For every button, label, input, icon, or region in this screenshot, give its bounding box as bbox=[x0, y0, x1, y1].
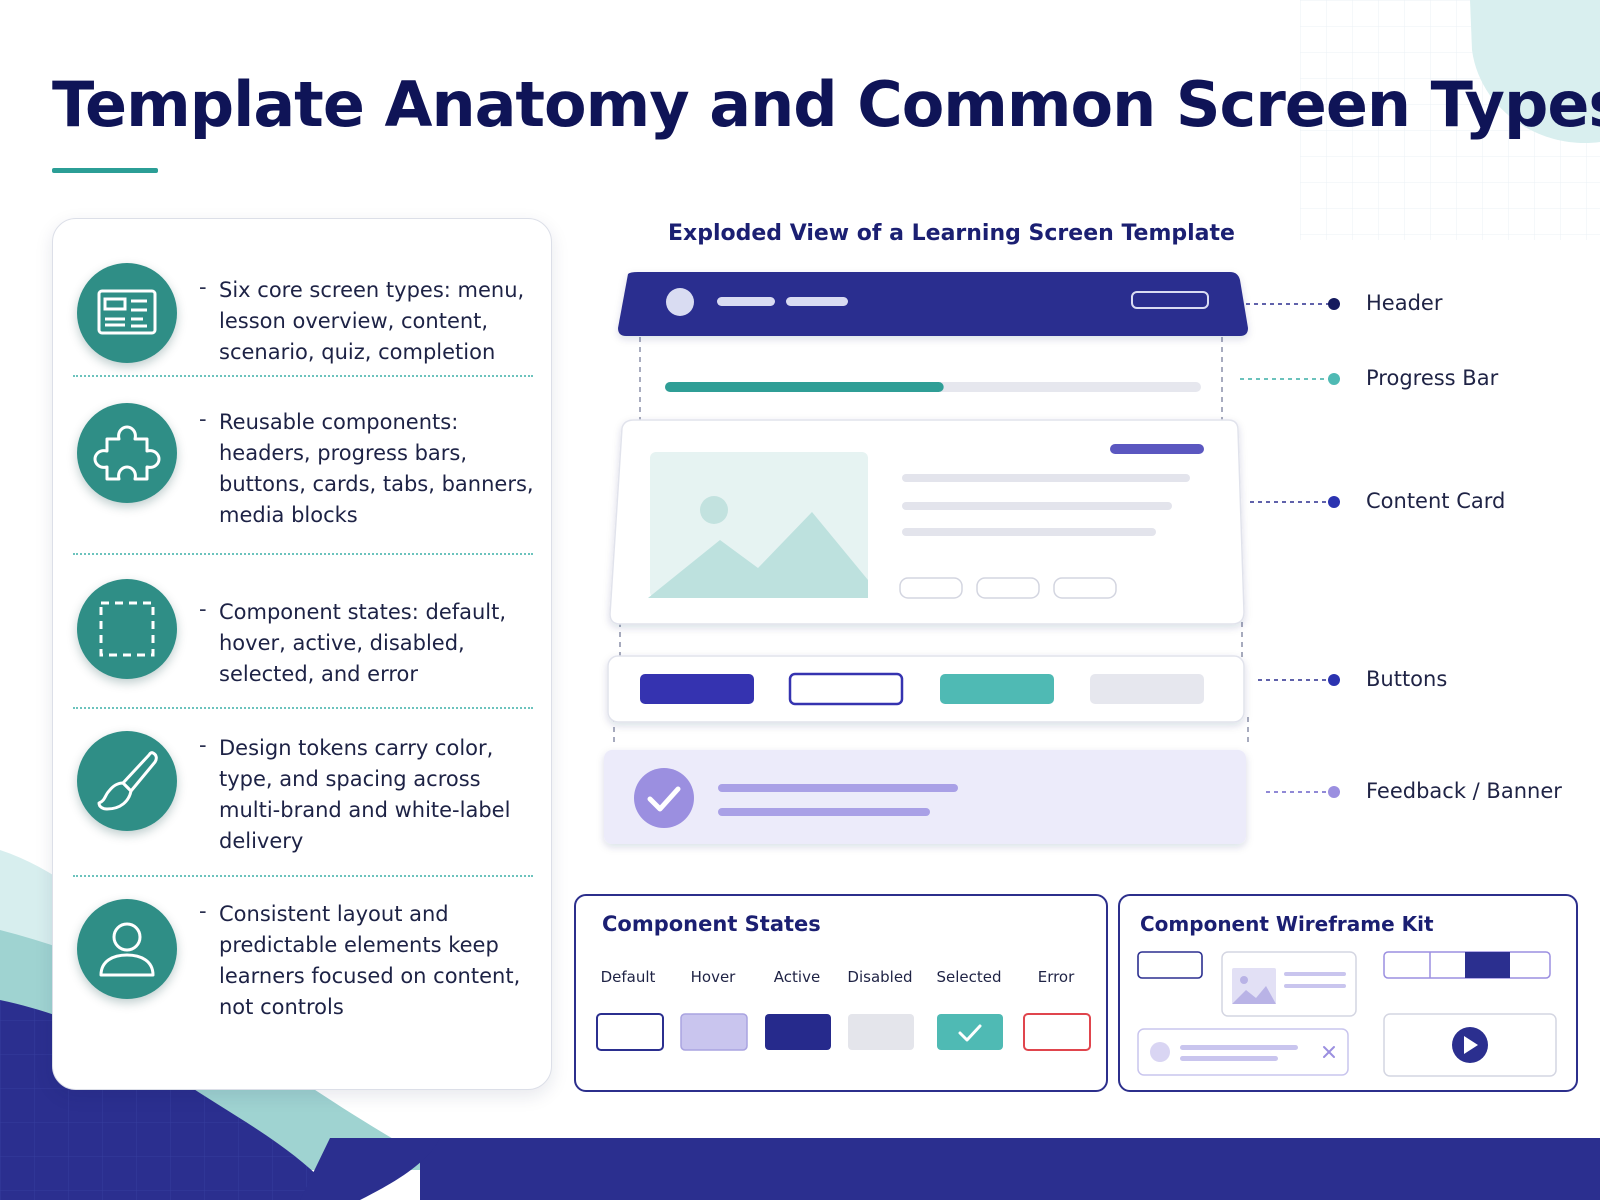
state-swatches bbox=[596, 1013, 1091, 1051]
callout-header: Header bbox=[1366, 291, 1443, 315]
feedback-banner-layer bbox=[604, 750, 1246, 844]
state-label-default: Default bbox=[600, 968, 656, 986]
wireframe-button bbox=[1137, 951, 1203, 979]
wireframe-kit-components bbox=[1137, 951, 1557, 1077]
state-swatch-error bbox=[1023, 1013, 1091, 1051]
wireframe-tabs bbox=[1383, 951, 1551, 979]
state-label-active: Active bbox=[773, 968, 821, 986]
feature-divider bbox=[73, 707, 533, 709]
wireframe-kit-panel: Component Wireframe Kit bbox=[1118, 894, 1578, 1092]
component-states-panel: Component States Default Hover Active Di… bbox=[574, 894, 1108, 1092]
header-layer bbox=[618, 272, 1248, 336]
state-swatch-selected bbox=[937, 1014, 1003, 1050]
wireframe-kit-title: Component Wireframe Kit bbox=[1140, 912, 1434, 936]
state-label-error: Error bbox=[1037, 968, 1075, 986]
feature-text: Component states: default, hover, active… bbox=[219, 600, 507, 686]
exploded-view-title: Exploded View of a Learning Screen Templ… bbox=[668, 221, 1235, 246]
features-card: - Six core screen types: menu, lesson ov… bbox=[52, 218, 552, 1090]
feature-text: Reusable components: headers, progress b… bbox=[219, 410, 534, 527]
feature-divider bbox=[73, 875, 533, 877]
feature-text: Design tokens carry color, type, and spa… bbox=[219, 736, 511, 853]
callout-connectors bbox=[1230, 298, 1340, 798]
callout-feedback-banner: Feedback / Banner bbox=[1366, 779, 1562, 803]
puzzle-piece-icon bbox=[77, 403, 177, 503]
exploded-view-diagram bbox=[604, 272, 1249, 844]
feature-bullet: - bbox=[199, 597, 207, 621]
state-swatch-hover bbox=[680, 1013, 748, 1051]
buttons-layer bbox=[607, 655, 1245, 723]
state-swatch-default bbox=[596, 1013, 664, 1051]
paintbrush-icon bbox=[77, 731, 177, 831]
feature-divider bbox=[73, 553, 533, 555]
page-title: Template Anatomy and Common Screen Types bbox=[52, 68, 1600, 141]
feature-text: Six core screen types: menu, lesson over… bbox=[219, 278, 525, 364]
state-label-selected: Selected bbox=[936, 968, 1002, 986]
callout-content-card: Content Card bbox=[1366, 489, 1506, 513]
component-states-title: Component States bbox=[602, 912, 821, 936]
state-label-disabled: Disabled bbox=[847, 968, 913, 986]
state-swatch-disabled bbox=[848, 1014, 914, 1050]
wireframe-media-card bbox=[1221, 951, 1357, 1017]
progress-bar-layer bbox=[665, 382, 1201, 392]
screen-layout-icon bbox=[77, 263, 177, 363]
dashed-square-icon bbox=[77, 579, 177, 679]
callout-progress-bar: Progress Bar bbox=[1366, 366, 1499, 390]
title-underline bbox=[52, 168, 158, 173]
feature-bullet: - bbox=[199, 275, 207, 299]
state-swatch-active bbox=[765, 1014, 831, 1050]
content-card-layer bbox=[609, 419, 1245, 625]
feature-bullet: - bbox=[199, 733, 207, 757]
wireframe-banner bbox=[1137, 1028, 1349, 1076]
feature-bullet: - bbox=[199, 899, 207, 923]
callout-buttons: Buttons bbox=[1366, 667, 1448, 691]
state-label-hover: Hover bbox=[690, 968, 736, 986]
wireframe-video-player bbox=[1383, 1013, 1557, 1077]
user-icon bbox=[77, 899, 177, 999]
feature-text: Consistent layout and predictable elemen… bbox=[219, 902, 521, 1019]
feature-bullet: - bbox=[199, 407, 207, 431]
feature-divider bbox=[73, 375, 533, 377]
